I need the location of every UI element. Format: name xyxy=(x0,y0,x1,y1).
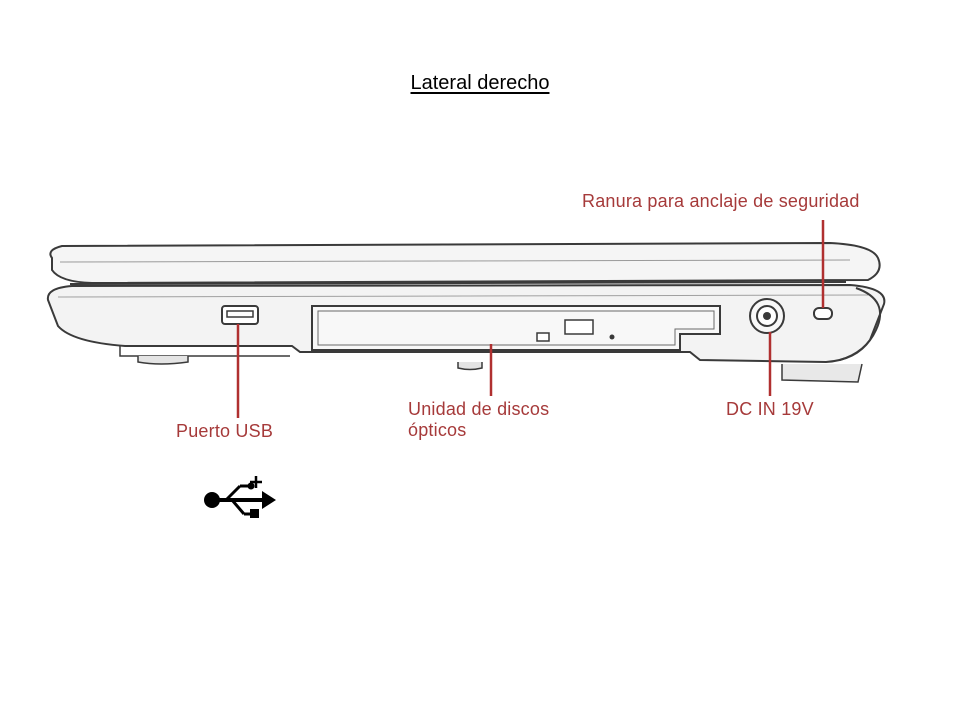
page-title: Lateral derecho xyxy=(410,72,550,94)
rear-foot xyxy=(781,363,863,383)
usb-port-tongue xyxy=(226,310,254,318)
lid-base-seam xyxy=(69,281,847,285)
security-lock-slot xyxy=(813,307,833,320)
dc-in-label: DC IN 19V xyxy=(726,399,814,419)
front-foot xyxy=(137,356,189,365)
optical-drive-label-line2: ópticos xyxy=(408,420,467,440)
lid-inner-edge xyxy=(59,259,851,263)
middle-foot xyxy=(457,362,483,371)
optical-drive-manual-eject-hole xyxy=(609,334,615,340)
optical-drive-eject-button xyxy=(564,319,594,335)
base-lower-line xyxy=(119,346,290,357)
base-upper-highlight xyxy=(57,294,869,298)
optical-drive-label-line1: Unidad de discos xyxy=(408,399,550,419)
security-slot-label: Ranura para anclaje de seguridad xyxy=(582,191,860,211)
base-rear-curve xyxy=(839,287,881,361)
usb-port-label: Puerto USB xyxy=(176,421,274,441)
optical-drive-label: Unidad de discos ópticos xyxy=(408,399,608,441)
optical-drive-tray xyxy=(311,305,721,351)
optical-drive-bezel xyxy=(317,310,715,346)
optical-drive-led xyxy=(536,332,550,342)
laptop-lid xyxy=(49,241,881,285)
usb-icon xyxy=(204,476,276,518)
dc-in-jack-pin xyxy=(763,312,771,320)
